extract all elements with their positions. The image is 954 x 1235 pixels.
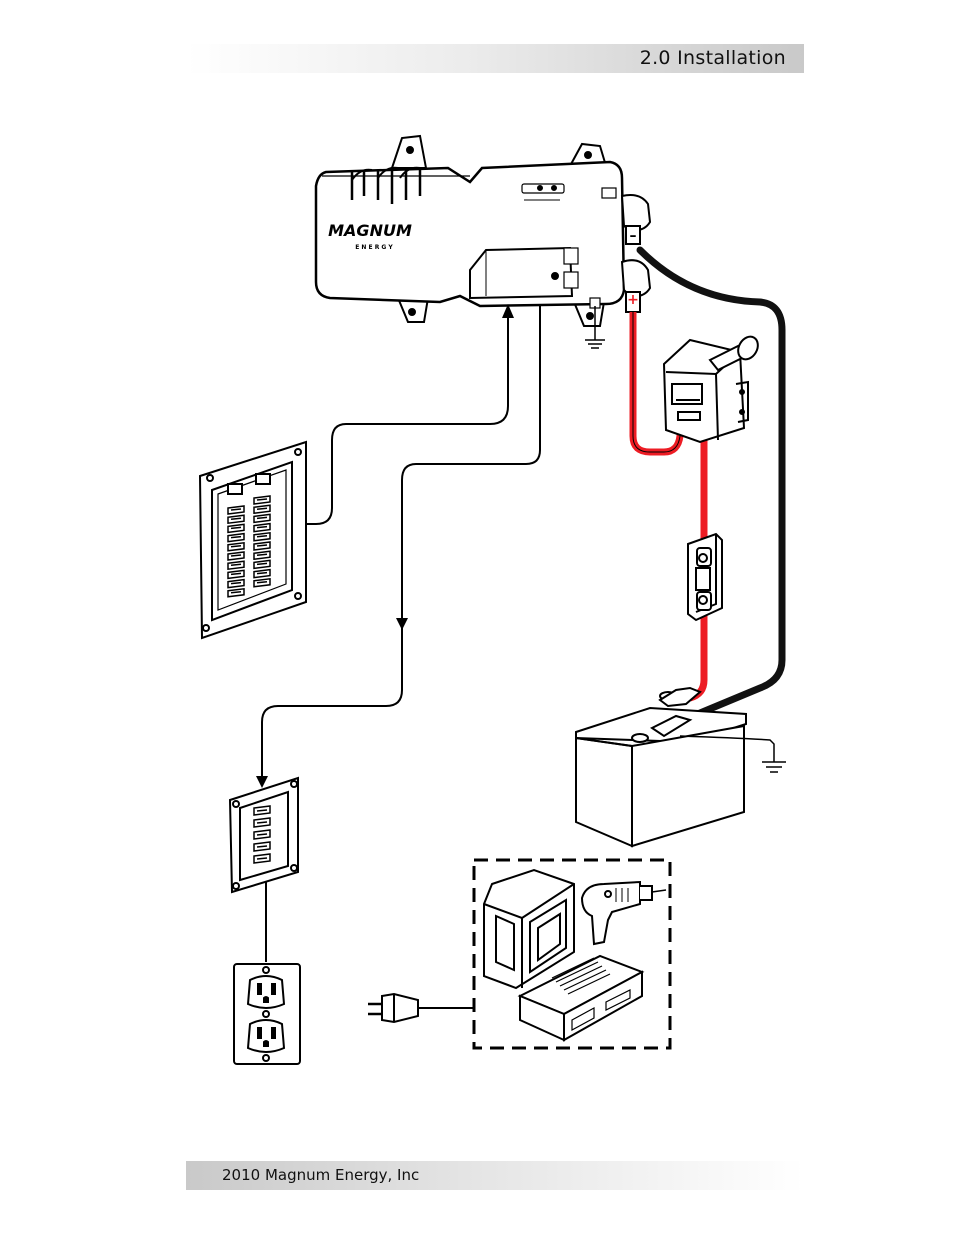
breaker-toggle (230, 508, 242, 511)
ground-icon (679, 735, 786, 773)
breaker-toggle (256, 857, 268, 860)
breaker-toggle (230, 526, 242, 530)
fuse-icon (687, 532, 723, 622)
footer-bar: 2010 Magnum Energy, Inc (186, 1161, 804, 1190)
breaker-toggle (256, 516, 268, 520)
inverter-brand: MAGNUM (328, 221, 412, 240)
breaker-toggle (230, 545, 242, 548)
breaker-toggle (256, 571, 268, 575)
ac-loads-box (472, 858, 672, 1050)
breaker-toggle (230, 563, 242, 566)
inverter-brand-sub: E N E R G Y (355, 244, 393, 251)
drill-icon (580, 880, 667, 946)
battery-icon (575, 686, 747, 848)
plug-icon (368, 992, 474, 1024)
footer-copyright: 2010 Magnum Energy, Inc (222, 1166, 420, 1184)
sub-panel-breakers (253, 805, 271, 864)
breaker-toggle (256, 525, 268, 529)
positive-terminal-label: + (627, 292, 639, 308)
breaker-toggle (256, 581, 268, 584)
breaker-toggle (256, 821, 268, 824)
ac-input-arrow (502, 304, 514, 318)
breaker-toggle (230, 591, 242, 594)
ground-icon (585, 306, 605, 349)
ac-output-arrow (396, 618, 408, 630)
breaker-toggle (230, 581, 242, 585)
breaker-toggle (256, 562, 268, 566)
breaker-toggle (256, 535, 268, 538)
disconnect-switch-icon (662, 335, 759, 444)
sub-panel-arrow (256, 776, 268, 788)
outlet-icon (233, 963, 301, 1065)
inverter-icon (314, 134, 626, 327)
breaker-toggle (230, 554, 242, 557)
breaker-toggle (230, 517, 242, 520)
tv-icon (483, 868, 575, 990)
ac-input-wire (306, 308, 509, 525)
breaker-toggle (256, 809, 268, 812)
ac-panel-breakers (227, 495, 271, 598)
breaker-toggle (256, 833, 268, 836)
breaker-toggle (256, 507, 268, 510)
ac-panel-icon (198, 440, 307, 640)
breaker-toggle (256, 553, 268, 556)
section-title: 2.0 Installation (639, 47, 786, 69)
breaker-toggle (256, 498, 268, 501)
vcr-icon (517, 954, 645, 1042)
negative-terminal-label: – (630, 228, 637, 244)
breaker-toggle (230, 572, 242, 576)
positive-terminal (620, 259, 652, 313)
breaker-toggle (256, 845, 268, 848)
breaker-toggle (256, 544, 268, 547)
negative-terminal (620, 194, 652, 245)
negative-dc-cable (636, 246, 786, 732)
header-bar: 2.0 Installation (186, 44, 804, 73)
breaker-toggle (230, 535, 242, 539)
ac-output-wire (261, 306, 541, 780)
